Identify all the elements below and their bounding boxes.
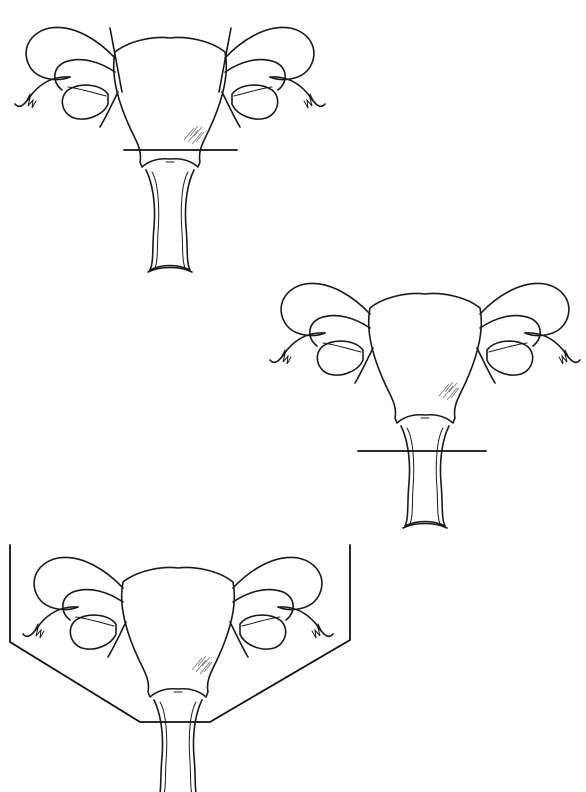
panel-lower xyxy=(10,545,350,792)
panel-upper xyxy=(15,27,325,272)
uterus-drawing-middle xyxy=(270,283,580,528)
tube-ligation-left-upper xyxy=(110,28,122,92)
panel-middle xyxy=(270,283,580,528)
excision-outline-lower xyxy=(10,545,350,722)
uterus-drawing-lower xyxy=(23,557,333,792)
